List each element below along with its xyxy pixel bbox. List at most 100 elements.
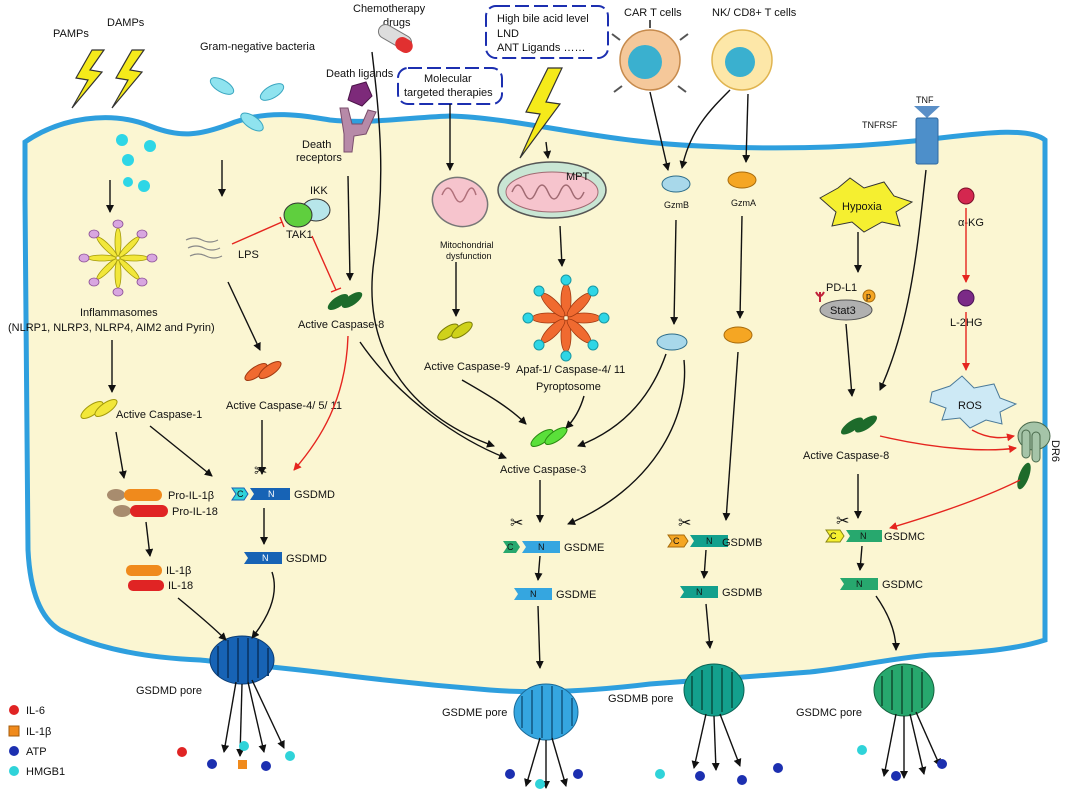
damp-particles <box>116 134 156 192</box>
arrow-gsdmc-n-pore <box>875 595 900 651</box>
arrow-nk-gzma <box>742 93 751 163</box>
legend-il1b-label: IL-1β <box>26 726 51 738</box>
arrow-dr6-gsdmc <box>889 479 1021 530</box>
tnfrsf-label: TNFRSF <box>862 120 898 130</box>
gsdmd-n-name-label: GSDMD <box>286 553 327 565</box>
gsdme-pore-label: GSDME pore <box>442 707 507 719</box>
gsdmc-n2-label: N <box>856 579 863 589</box>
gsdme-n-only <box>514 588 552 600</box>
pro-il1b-icon <box>107 489 162 501</box>
pro-il18-icon <box>113 505 168 517</box>
gsdme-c-fragment <box>503 541 520 553</box>
scissors-icon: ✂ <box>510 515 523 532</box>
caspase-4-5-11-icon <box>244 360 282 382</box>
inflammasome-icon <box>78 219 158 297</box>
arrow-lps-casp45 <box>227 281 261 351</box>
pdl1-label: PD-L1 <box>826 282 857 294</box>
gzmb-active-icon <box>656 333 688 351</box>
arrow-casp1-proil <box>115 431 127 479</box>
arrow-receptor-casp8 <box>345 175 354 281</box>
tnfrsf-receptor-icon <box>915 117 939 165</box>
gzma-active-icon <box>723 326 753 344</box>
gzmb-icon <box>661 175 691 193</box>
gsdmc-n-fragment <box>846 530 882 542</box>
pill-icon <box>377 24 413 53</box>
gsdme-n-label: N <box>538 542 545 552</box>
gsdme-pore-icon <box>513 683 579 741</box>
scissors-icon: ✂ <box>836 513 849 530</box>
apaf-pyroptosome-icon <box>522 274 610 362</box>
death-receptors-label-2: receptors <box>296 152 342 164</box>
gsdmd-release <box>177 679 295 771</box>
gsdme-n-name-label: GSDME <box>556 589 596 601</box>
gsdmc-c-fragment <box>825 529 845 543</box>
arrow-proil-il <box>145 521 154 557</box>
arrow-casp8-gsdmd <box>293 335 349 471</box>
caspase-8-icon <box>327 291 363 311</box>
mito-label: Mitochondrial <box>440 240 494 250</box>
dr6-label: DR6 <box>1049 440 1061 462</box>
casp8-label: Active Caspase-8 <box>298 319 384 331</box>
nk-cell-icon <box>711 29 773 91</box>
legend-atp-label: ATP <box>26 746 47 758</box>
caspase-8-hypoxia-icon <box>840 415 878 435</box>
arrow-gzmb-casp3 <box>577 353 667 448</box>
gsdmd-pore-label: GSDMD pore <box>136 685 202 697</box>
gsdmc-n-only <box>840 578 878 590</box>
pyroptosome-label: Pyroptosome <box>536 381 601 393</box>
gsdmc-n-label: N <box>860 531 867 541</box>
molecular-label-2: targeted therapies <box>404 87 493 99</box>
apaf-label: Apaf-1/ Caspase-4/ 11 <box>516 364 625 376</box>
bile-acid-label: High bile acid level <box>497 13 589 25</box>
pamps-label: PAMPs <box>53 28 89 40</box>
gsdmc-pore-icon <box>873 663 935 717</box>
gsdmb-label: GSDMB <box>722 537 762 549</box>
phosphate-icon <box>862 289 876 303</box>
il1b-icon <box>126 565 162 576</box>
inflammasomes-label: Inflammasomes <box>80 307 158 319</box>
arrow-gzmb-gsdme <box>567 359 686 526</box>
mpt-label: MPT <box>566 171 590 183</box>
arrow-il-pore <box>177 597 227 641</box>
arrow-gsdmb-n-pore <box>705 603 714 649</box>
lps-icon <box>185 237 223 259</box>
gsdmd-c-fragment <box>231 487 249 501</box>
hypoxia-burst-icon <box>819 177 914 233</box>
gsdmb-n2-label: N <box>696 587 703 597</box>
gsdmc-n-name-label: GSDMC <box>882 579 923 591</box>
il18-label: IL-18 <box>168 580 193 592</box>
gsdmb-pore-icon <box>683 663 745 717</box>
bacteria-icon <box>209 77 285 132</box>
arrow-chemo-casp3 <box>371 51 495 448</box>
pro-il1b-label: Pro-IL-1β <box>168 490 214 502</box>
arrow-cart-gzmb <box>649 91 671 171</box>
arrow-gzma-gsdmb <box>722 351 739 521</box>
gsdmb-c-label: C <box>673 536 680 546</box>
gsdme-n2-label: N <box>530 589 537 599</box>
ros-label: ROS <box>958 400 982 412</box>
arrow-gsdmd-n-pore <box>251 571 276 639</box>
scissors-icon: ✂ <box>678 515 691 532</box>
lps-label: LPS <box>238 249 259 261</box>
tnf-label: TNF <box>916 95 934 105</box>
tak1-icon <box>283 202 313 228</box>
arrow-gsdmc-n <box>856 545 865 571</box>
death-ligands-label: Death ligands <box>326 68 394 80</box>
gsdmc-label: GSDMC <box>884 531 925 543</box>
gsdmd-n-fragment <box>250 488 290 500</box>
gsdmd-c-label: C <box>237 489 244 499</box>
dr6-receptor-icon <box>1017 421 1051 490</box>
gzmb-label: GzmB <box>664 200 689 210</box>
akg-icon <box>957 187 975 205</box>
ros-burst-icon <box>929 375 1018 429</box>
casp3-label: Active Caspase-3 <box>500 464 586 476</box>
caspase-1-icon <box>80 398 118 420</box>
casp9-label: Active Caspase-9 <box>424 361 510 373</box>
gsdmb-n-only <box>680 586 718 598</box>
gsdmd-n-label: N <box>268 489 275 499</box>
arrow-ros-dr6 <box>971 429 1015 442</box>
arrow-tnfrsf-casp8 <box>879 169 927 391</box>
death-receptor-icon <box>339 107 377 153</box>
legend-il6-swatch <box>9 705 19 715</box>
